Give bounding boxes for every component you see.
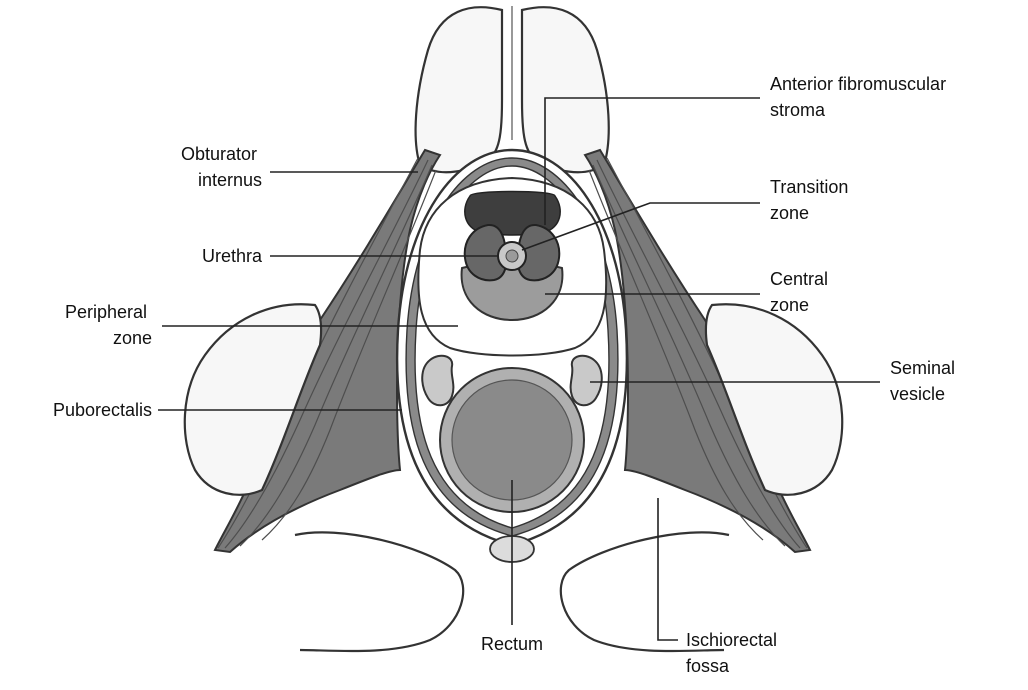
- label-transition-zone: Transition zone: [770, 177, 853, 223]
- urethra: [498, 242, 526, 270]
- pubic-symphysis: [416, 6, 609, 172]
- label-obturator-internus: Obturator internus: [181, 144, 262, 190]
- label-seminal-vesicle: Seminal vesicle: [890, 358, 960, 404]
- label-urethra: Urethra: [202, 246, 263, 266]
- label-anterior-fibromuscular-stroma: Anterior fibromuscular stroma: [770, 74, 951, 120]
- label-central-zone: Central zone: [770, 269, 833, 315]
- label-peripheral-zone: Peripheral zone: [65, 302, 152, 348]
- label-ischiorectal-fossa: Ischiorectal fossa: [686, 630, 782, 676]
- label-puborectalis: Puborectalis: [53, 400, 152, 420]
- label-rectum: Rectum: [481, 634, 543, 654]
